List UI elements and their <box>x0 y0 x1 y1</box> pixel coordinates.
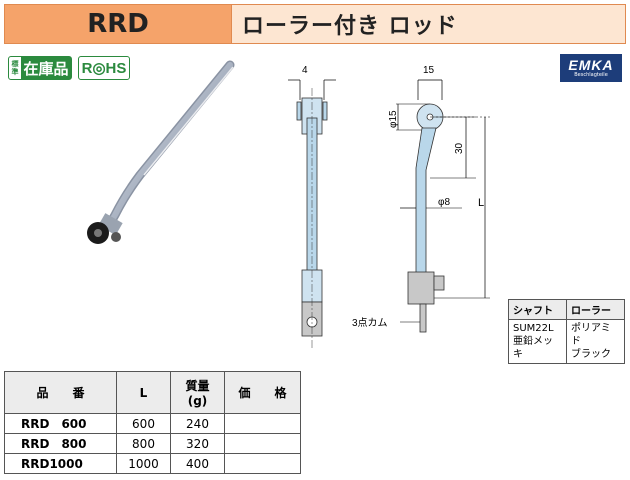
row-L: 1000 <box>116 453 171 474</box>
emka-logo: EMKA Beschlagteile <box>560 54 622 82</box>
spec-shaft-cell: SUM22L 亜鉛メッキ <box>508 319 567 364</box>
title-bar: RRD ローラー付き ロッド <box>4 4 626 44</box>
emka-logo-sub: Beschlagteile <box>574 72 608 78</box>
spec-roller-cell: ポリアミド ブラック <box>566 319 625 364</box>
row-mass: 400 <box>170 453 225 474</box>
spec-header-shaft: シャフト <box>508 299 567 320</box>
row-code: RRD1000 <box>4 453 117 474</box>
material-spec-table: シャフト ローラー SUM22L 亜鉛メッキ ポリアミド ブラック <box>508 299 625 364</box>
header-mass: 質量 (g) <box>170 371 225 414</box>
technical-drawing: 4 15 φ15 30 φ8 L 3点カム <box>288 65 490 348</box>
cam-block-side <box>407 271 435 305</box>
rod <box>105 62 233 230</box>
row-price <box>224 453 301 474</box>
side-view: 15 φ15 30 φ8 L 3点カム <box>352 65 490 333</box>
dim-phi15: φ15 <box>388 110 399 128</box>
spec-header-roller: ローラー <box>566 299 625 320</box>
row-L: 600 <box>116 413 171 434</box>
emka-logo-text: EMKA <box>568 57 614 73</box>
product-code-title: RRD <box>4 4 232 44</box>
row-code: RRD 600 <box>4 413 117 434</box>
header-price: 価 格 <box>224 371 301 414</box>
label-3-point-cam: 3点カム <box>352 317 388 329</box>
front-view: 4 <box>288 65 336 348</box>
dim-L: L <box>478 197 484 209</box>
row-price <box>224 433 301 454</box>
table-row: RRD 600 600 240 <box>4 413 301 434</box>
dim-15: 15 <box>423 65 435 76</box>
row-mass: 240 <box>170 413 225 434</box>
product-photo <box>87 60 235 244</box>
row-mass: 320 <box>170 433 225 454</box>
stock-badge-small-text: 標準 <box>11 60 19 76</box>
header-code: 品 番 <box>4 371 117 414</box>
dim-phi8: φ8 <box>438 197 450 208</box>
product-table: 品 番 L 質量 (g) 価 格 RRD 600 600 240 RRD 800… <box>4 371 301 474</box>
table-row: RRD 800 800 320 <box>4 433 301 454</box>
row-L: 800 <box>116 433 171 454</box>
stock-badge-text: 在庫品 <box>21 57 71 79</box>
rohs-badge: R◎HS <box>78 56 130 80</box>
product-name-title: ローラー付き ロッド <box>232 4 626 44</box>
header-L: L <box>116 371 171 414</box>
dim-30: 30 <box>454 142 465 154</box>
standard-stock-badge: 標準 在庫品 <box>8 56 72 80</box>
row-code: RRD 800 <box>4 433 117 454</box>
dim-4: 4 <box>302 65 308 76</box>
table-row: RRD1000 1000 400 <box>4 453 301 474</box>
row-price <box>224 413 301 434</box>
rod-holder <box>98 213 123 236</box>
